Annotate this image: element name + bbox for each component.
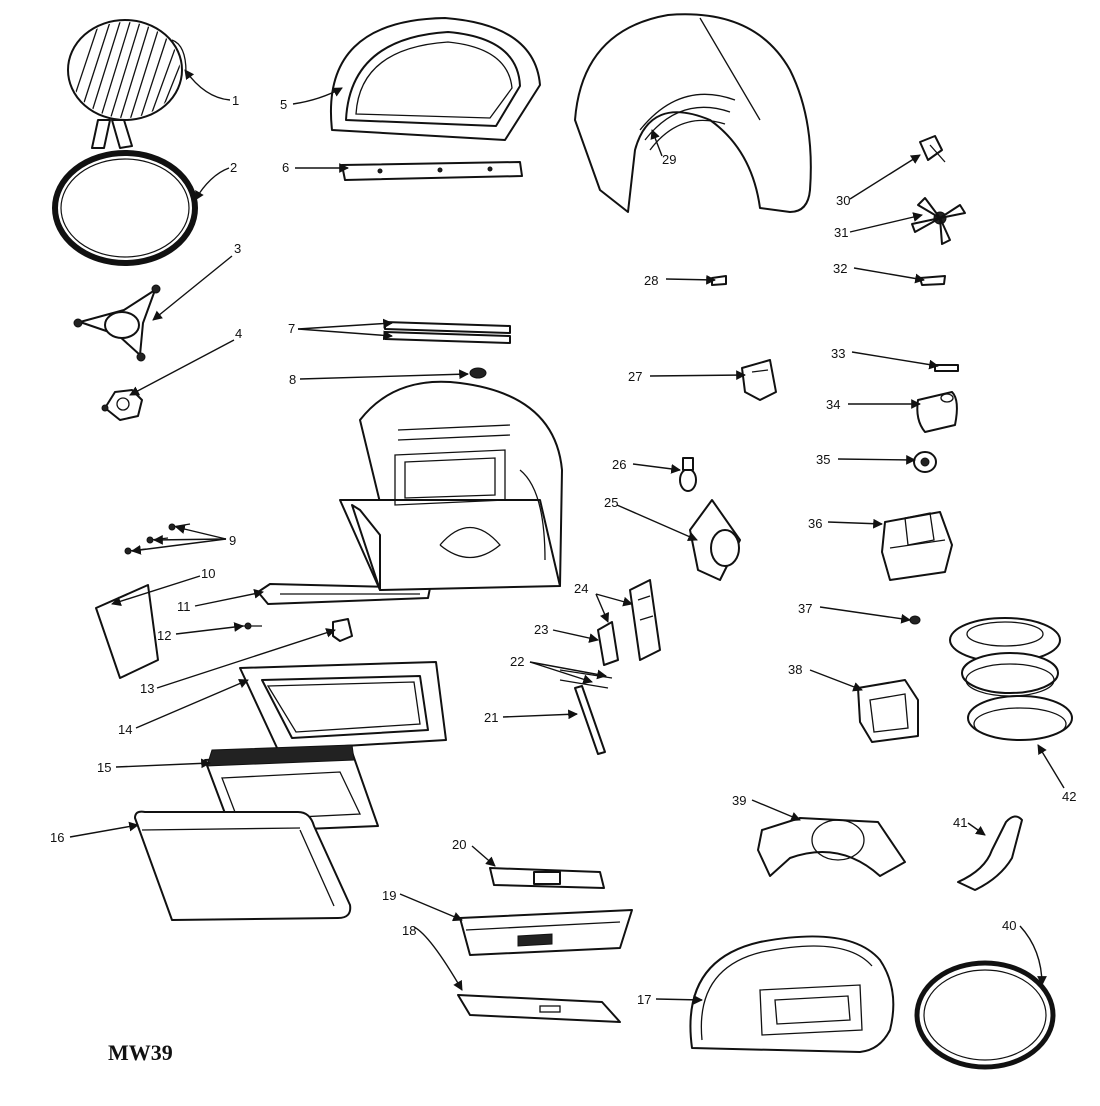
relay-part	[741, 359, 777, 401]
callout-25: 25	[604, 495, 618, 510]
callout-6: 6	[282, 160, 289, 175]
callout-4: 4	[235, 326, 242, 341]
door-frame-part	[239, 661, 447, 751]
callout-14: 14	[118, 722, 132, 737]
callout-3: 3	[234, 241, 241, 256]
callout-39: 39	[732, 793, 746, 808]
handle-part	[957, 815, 1023, 891]
callout-30: 30	[836, 193, 850, 208]
callout-26: 26	[612, 457, 626, 472]
callout-33: 33	[831, 346, 845, 361]
callout-34: 34	[826, 397, 840, 412]
bottom-plate-part	[457, 994, 621, 1023]
callout-28: 28	[644, 273, 658, 288]
door-latch-part	[332, 618, 353, 642]
fan-shroud-part	[757, 817, 906, 877]
callout-13: 13	[140, 681, 154, 696]
fan-blade-part	[911, 197, 966, 245]
switch-bracket-part	[919, 135, 946, 163]
lamp-part	[679, 457, 697, 492]
diode-part	[913, 451, 937, 473]
callout-leaders	[69, 69, 1065, 1005]
callout-20: 20	[452, 837, 466, 852]
callout-29: 29	[662, 152, 676, 167]
thermal-fuse-part	[934, 364, 959, 372]
control-board-part	[629, 579, 661, 661]
callout-19: 19	[382, 888, 396, 903]
turntable-ring-gasket-part	[52, 150, 198, 266]
callout-12: 12	[157, 628, 171, 643]
callout-41: 41	[953, 815, 967, 830]
callout-9: 9	[229, 533, 236, 548]
oven-cavity-part	[339, 380, 563, 591]
callout-24: 24	[574, 581, 588, 596]
callout-15: 15	[97, 760, 111, 775]
callout-42: 42	[1062, 789, 1076, 804]
callout-11: 11	[177, 599, 191, 614]
waveguide-cover-part	[95, 584, 159, 679]
callout-2: 2	[230, 160, 237, 175]
callout-5: 5	[280, 97, 287, 112]
door-outer-panel-part	[134, 810, 352, 921]
callout-22: 22	[510, 654, 524, 669]
fan-motor-part	[689, 499, 741, 581]
base-bracket-part	[459, 909, 633, 956]
callout-31: 31	[834, 225, 848, 240]
callout-21: 21	[484, 710, 498, 725]
sensor-part	[909, 615, 921, 625]
outer-cover-part	[574, 13, 812, 213]
micro-switch-part	[597, 621, 619, 666]
callout-38: 38	[788, 662, 802, 677]
roller-support-part	[73, 284, 161, 362]
callout-36: 36	[808, 516, 822, 531]
callout-35: 35	[816, 452, 830, 467]
noise-filter-part	[574, 685, 606, 755]
turntable-gasket-part	[914, 960, 1056, 1070]
callout-18: 18	[402, 923, 416, 938]
callout-40: 40	[1002, 918, 1016, 933]
callout-8: 8	[289, 372, 296, 387]
callout-10: 10	[201, 566, 215, 581]
grill-rack-part	[67, 19, 187, 149]
callout-17: 17	[637, 992, 651, 1007]
control-panel-board-part	[489, 867, 605, 889]
heating-tubes-part	[384, 321, 511, 344]
crisper-pan-set-part	[949, 617, 1073, 741]
callout-37: 37	[798, 601, 812, 616]
callout-32: 32	[833, 261, 847, 276]
thermostat-part	[469, 367, 487, 379]
capacitor-part	[916, 391, 958, 433]
model-label: MW39	[108, 1040, 173, 1065]
callout-labels: 1 2 3 4 5 6 7 8 9 10 11 12 13 14 15 16 1…	[50, 93, 1076, 1007]
front-bracket-part	[341, 161, 523, 181]
transformer-part	[857, 679, 919, 743]
callout-1: 1	[232, 93, 239, 108]
coupler-part	[101, 389, 143, 421]
callout-23: 23	[534, 622, 548, 637]
front-housing-part	[330, 17, 541, 141]
callout-7: 7	[288, 321, 295, 336]
callout-27: 27	[628, 369, 642, 384]
base-housing-part	[689, 935, 895, 1053]
callout-16: 16	[50, 830, 64, 845]
magnetron-part	[881, 511, 953, 581]
